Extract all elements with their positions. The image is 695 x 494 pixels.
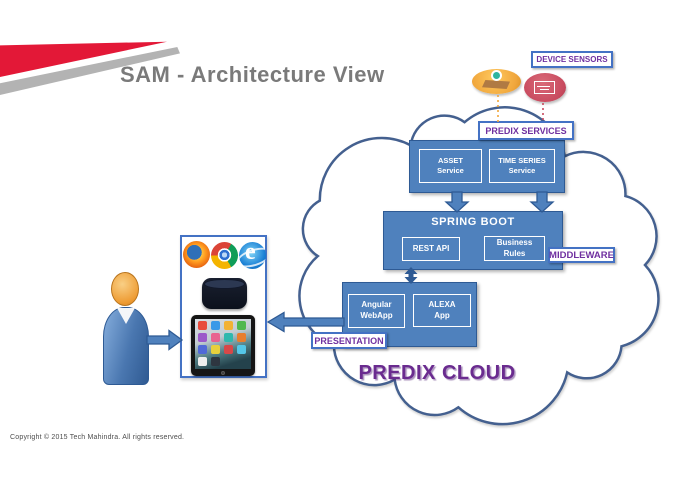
ipad-icon	[191, 315, 255, 376]
arrow-presentation-to-devices	[266, 311, 345, 333]
gps-sensor-icon	[472, 69, 521, 94]
page-title: SAM - Architecture View	[120, 62, 385, 87]
firefox-icon	[183, 241, 210, 268]
time-series-service-box: TIME SERIES Service	[489, 149, 555, 183]
user-body-shape	[103, 307, 149, 385]
rest-api-box: REST API	[402, 237, 460, 261]
arrow-asset-to-springboot	[444, 191, 470, 213]
ipad-home-button	[221, 371, 225, 375]
spring-boot-title: SPRING BOOT	[431, 216, 515, 228]
alexa-app-box: ALEXA App	[413, 294, 471, 327]
ipad-screen	[195, 319, 251, 369]
presentation-label: PRESENTATION	[311, 332, 387, 349]
middleware-label: MIDDLEWARE	[548, 247, 615, 263]
business-rules-box: Business Rules	[484, 236, 545, 261]
predix-services-label: PREDIX SERVICES	[478, 121, 574, 140]
chrome-icon	[211, 242, 238, 269]
amazon-echo-icon	[202, 278, 247, 309]
client-devices-box	[180, 235, 267, 378]
arrow-user-to-devices	[146, 329, 184, 351]
circuit-sensor-icon	[524, 73, 566, 102]
arrow-timeseries-to-springboot	[529, 191, 555, 213]
gps-map-shape	[482, 80, 510, 89]
circuit-chip-shape	[534, 81, 555, 94]
copyright-text: Copyright © 2015 Tech Mahindra. All righ…	[10, 434, 185, 441]
user-collar-shape	[117, 308, 135, 324]
predix-cloud-title: PREDIX CLOUD	[358, 362, 516, 384]
user-icon	[111, 272, 139, 306]
angular-webapp-box: Angular WebApp	[348, 294, 405, 328]
internet-explorer-icon	[239, 242, 266, 269]
spring-boot-group: SPRING BOOT REST API Business Rules	[383, 211, 563, 270]
gps-pin-shape	[491, 70, 502, 81]
asset-service-box: ASSET Service	[419, 149, 482, 183]
predix-services-group: ASSET Service TIME SERIES Service	[409, 140, 565, 193]
device-sensors-label: DEVICE SENSORS	[531, 51, 613, 68]
